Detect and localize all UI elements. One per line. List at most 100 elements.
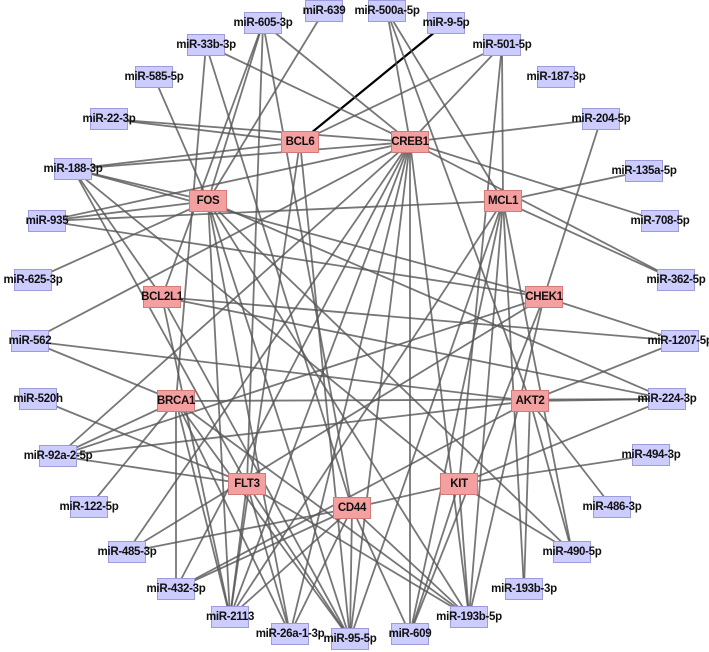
node-label: miR-520h xyxy=(13,393,63,405)
edge-CHEK1-miR-935 xyxy=(46,220,545,298)
mirna-node-miR-135a-5p[interactable] xyxy=(625,160,663,182)
mirna-node-miR-494-3p[interactable] xyxy=(632,444,670,466)
node-label: BCL2L1 xyxy=(141,291,183,303)
edge-FOS-miR-2113 xyxy=(207,200,231,618)
mirna-node-miR-193b-5p[interactable] xyxy=(450,606,488,628)
node-label: miR-188-3p xyxy=(43,163,103,175)
edge-CHEK1-miR-204-5p xyxy=(543,118,602,298)
node-label: miR-95-5p xyxy=(323,633,377,645)
gene-node-BCL6[interactable] xyxy=(281,131,319,153)
mirna-node-miR-639[interactable] xyxy=(305,0,343,22)
mirna-node-miR-609[interactable] xyxy=(391,623,429,645)
edge-MCL1-miR-501-5p xyxy=(501,44,504,202)
edge-BRCA1-miR-92a-2-5p xyxy=(57,400,177,457)
mirna-node-miR-490-5p[interactable] xyxy=(553,541,591,563)
edge-CD44-miR-33b-3p xyxy=(205,44,353,509)
gene-node-BCL2L1[interactable] xyxy=(143,286,181,308)
edge-CD44-miR-605-3p xyxy=(262,22,353,509)
edge-FOS-miR-490-5p xyxy=(207,200,573,553)
edge-FLT3-miR-92a-2-5p xyxy=(57,455,248,485)
mirna-node-miR-605-3p[interactable] xyxy=(244,12,282,34)
edge-FLT3-miR-95-5p xyxy=(246,483,351,640)
mirna-node-miR-501-5p[interactable] xyxy=(483,34,521,56)
node-label: BCL6 xyxy=(285,136,315,148)
edge-CD44-miR-26a-1-3p xyxy=(289,507,353,635)
edge-KIT-miR-490-5p xyxy=(458,483,573,553)
node-label: miR-193b-5p xyxy=(436,611,502,623)
node-label: CREB1 xyxy=(391,136,429,148)
node-label: CHEK1 xyxy=(525,291,563,303)
edge-CREB1-miR-485-3p xyxy=(126,141,411,553)
edge-AKT2-miR-562 xyxy=(29,340,531,402)
mirna-node-miR-193b-3p[interactable] xyxy=(505,578,543,600)
edge-BRCA1-miR-33b-3p xyxy=(175,44,207,402)
gene-node-CHEK1[interactable] xyxy=(525,286,563,308)
gene-node-FLT3[interactable] xyxy=(228,473,266,495)
mirna-node-miR-935[interactable] xyxy=(28,210,66,232)
gene-node-CD44[interactable] xyxy=(333,497,371,519)
mirna-node-miR-520h[interactable] xyxy=(19,388,57,410)
edge-KIT-miR-224-3p xyxy=(458,398,668,485)
edge-BCL2L1-miR-1207-5p xyxy=(161,296,681,342)
mirna-node-miR-585-5p[interactable] xyxy=(135,66,173,88)
edge-CD44-miR-95-5p xyxy=(349,507,353,640)
node-label: miR-9-5p xyxy=(422,17,470,29)
mirna-node-miR-95-5p[interactable] xyxy=(331,628,369,650)
mirna-node-miR-187-3p[interactable] xyxy=(537,66,575,88)
mirna-node-miR-562[interactable] xyxy=(11,330,49,352)
mirna-node-miR-92a-2-5p[interactable] xyxy=(39,445,77,467)
node-label: miR-609 xyxy=(388,628,432,640)
edge-CHEK1-miR-1207-5p xyxy=(543,296,681,342)
mirna-node-miR-362-5p[interactable] xyxy=(657,269,695,291)
gene-node-BRCA1[interactable] xyxy=(157,390,195,412)
node-label: FLT3 xyxy=(234,478,260,490)
edge-MCL1-miR-135a-5p xyxy=(502,170,645,202)
gene-node-KIT[interactable] xyxy=(440,473,478,495)
gene-node-FOS[interactable] xyxy=(189,190,227,212)
edge-FOS-miR-625-3p xyxy=(32,200,209,281)
edge-KIT-miR-609 xyxy=(409,483,460,635)
edge-AKT2-miR-193b-3p xyxy=(523,400,531,590)
mirna-node-miR-122-5p[interactable] xyxy=(70,496,108,518)
mirna-node-miR-204-5p[interactable] xyxy=(582,108,620,130)
edge-CREB1-miR-708-5p xyxy=(409,141,661,222)
node-label: CD44 xyxy=(337,502,367,514)
node-label: BRCA1 xyxy=(156,395,196,407)
node-label: miR-494-3p xyxy=(621,449,681,461)
edge-MCL1-miR-609 xyxy=(409,200,504,635)
edge-MCL1-miR-193b-5p xyxy=(468,200,504,618)
edge-FLT3-miR-26a-1-3p xyxy=(246,483,291,635)
edge-BCL6-miR-188-3p xyxy=(72,141,301,170)
mirna-node-miR-500a-5p[interactable] xyxy=(368,0,406,22)
gene-node-CREB1[interactable] xyxy=(391,131,429,153)
mirna-node-miR-9-5p[interactable] xyxy=(427,12,465,34)
mirna-node-miR-485-3p[interactable] xyxy=(108,541,146,563)
mirna-node-miR-708-5p[interactable] xyxy=(641,210,679,232)
gene-node-MCL1[interactable] xyxy=(484,190,522,212)
mirna-node-miR-224-3p[interactable] xyxy=(648,388,686,410)
edge-FOS-miR-935 xyxy=(46,200,209,222)
node-label: miR-224-3p xyxy=(637,393,697,405)
mirna-node-miR-486-3p[interactable] xyxy=(593,496,631,518)
mirna-node-miR-1207-5p[interactable] xyxy=(661,330,699,352)
edge-FLT3-miR-520h xyxy=(37,398,248,485)
mirna-node-miR-625-3p[interactable] xyxy=(14,269,52,291)
edge-CREB1-miR-500a-5p xyxy=(386,10,411,143)
gene-node-AKT2[interactable] xyxy=(511,390,549,412)
edge-CREB1-miR-605-3p xyxy=(262,22,411,143)
mirna-node-miR-188-3p[interactable] xyxy=(54,158,92,180)
edge-FLT3-miR-2113 xyxy=(229,483,248,618)
edge-BCL6-miR-22-3p xyxy=(108,118,301,143)
node-label: miR-485-3p xyxy=(97,546,157,558)
edge-CREB1-miR-95-5p xyxy=(349,141,411,640)
edge-CREB1-miR-193b-5p xyxy=(409,141,470,618)
mirna-node-miR-22-3p[interactable] xyxy=(90,108,128,130)
mirna-node-miR-26a-1-3p[interactable] xyxy=(271,623,309,645)
mirna-node-miR-33b-3p[interactable] xyxy=(187,34,225,56)
edge-CREB1-miR-204-5p xyxy=(409,118,602,143)
mirna-node-miR-432-3p[interactable] xyxy=(157,578,195,600)
edge-CREB1-miR-92a-2-5p xyxy=(57,141,411,457)
mirna-node-miR-2113[interactable] xyxy=(211,606,249,628)
edge-MCL1-miR-490-5p xyxy=(502,200,573,553)
edge-AKT2-miR-1207-5p xyxy=(529,340,681,402)
